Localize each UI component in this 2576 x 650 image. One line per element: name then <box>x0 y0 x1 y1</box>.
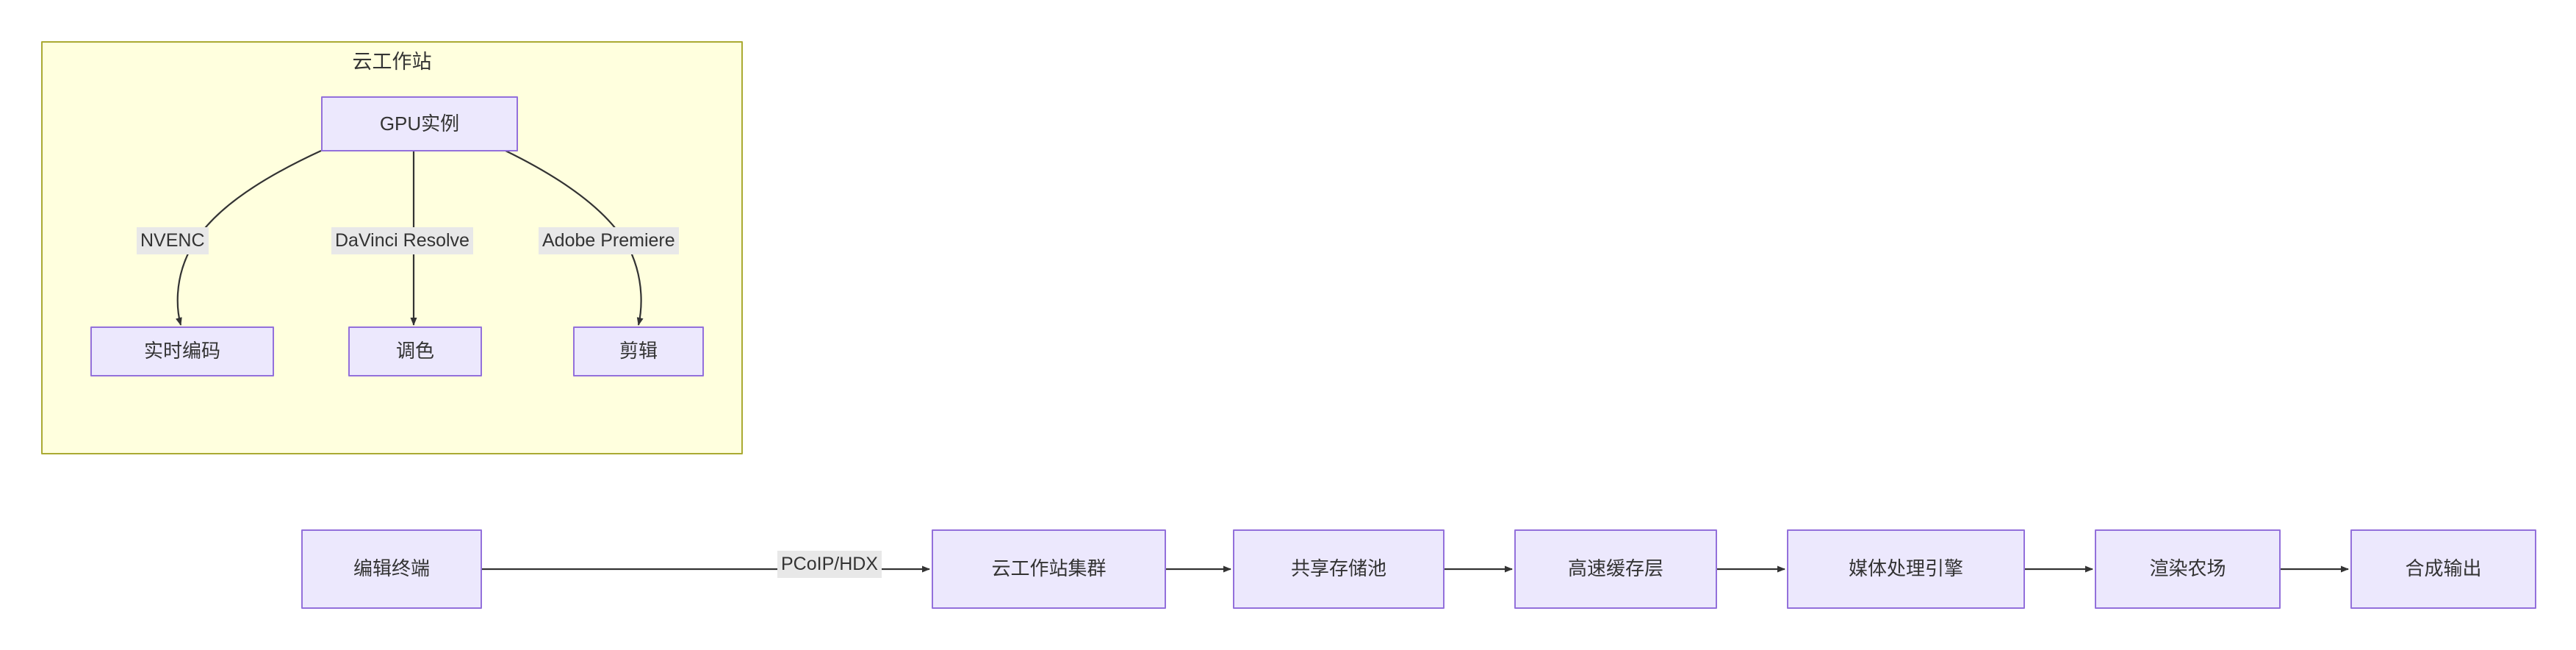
node-cloud-workstation-cluster[interactable]: 云工作站集群 <box>932 529 1166 609</box>
node-label-composite-output: 合成输出 <box>2405 557 2482 580</box>
node-editing-terminal[interactable]: 编辑终端 <box>301 529 482 609</box>
node-label-media-processing-engine: 媒体处理引擎 <box>1848 557 1963 580</box>
node-high-speed-cache-layer[interactable]: 高速缓存层 <box>1514 529 1717 609</box>
node-gpu-instance[interactable]: GPU实例 <box>321 96 518 151</box>
node-label-editing-terminal: 编辑终端 <box>353 557 430 580</box>
node-label-cloud-workstation-cluster: 云工作站集群 <box>991 557 1107 580</box>
edge-label-davinci-resolve: DaVinci Resolve <box>331 227 473 255</box>
node-label-high-speed-cache-layer: 高速缓存层 <box>1567 557 1663 580</box>
node-label-editing: 剪辑 <box>619 340 658 362</box>
node-media-processing-engine[interactable]: 媒体处理引擎 <box>1787 529 2025 609</box>
node-realtime-encode[interactable]: 实时编码 <box>90 326 274 376</box>
node-shared-storage-pool[interactable]: 共享存储池 <box>1233 529 1444 609</box>
node-render-farm[interactable]: 渲染农场 <box>2095 529 2281 609</box>
node-label-color-grading: 调色 <box>395 340 434 362</box>
node-color-grading[interactable]: 调色 <box>348 326 482 376</box>
node-label-gpu-instance: GPU实例 <box>379 112 460 135</box>
node-editing[interactable]: 剪辑 <box>573 326 704 376</box>
node-label-render-farm: 渲染农场 <box>2149 557 2226 580</box>
subgraph-title-cloud-workstation: 云工作站 <box>352 51 432 73</box>
node-label-realtime-encode: 实时编码 <box>143 340 220 362</box>
edge-label-pcoip-hdx: PCoIP/HDX <box>777 551 882 579</box>
edge-label-nvenc: NVENC <box>137 227 209 255</box>
edge-label-adobe-premiere: Adobe Premiere <box>539 227 679 255</box>
node-label-shared-storage-pool: 共享存储池 <box>1290 557 1386 580</box>
node-composite-output[interactable]: 合成输出 <box>2350 529 2536 609</box>
